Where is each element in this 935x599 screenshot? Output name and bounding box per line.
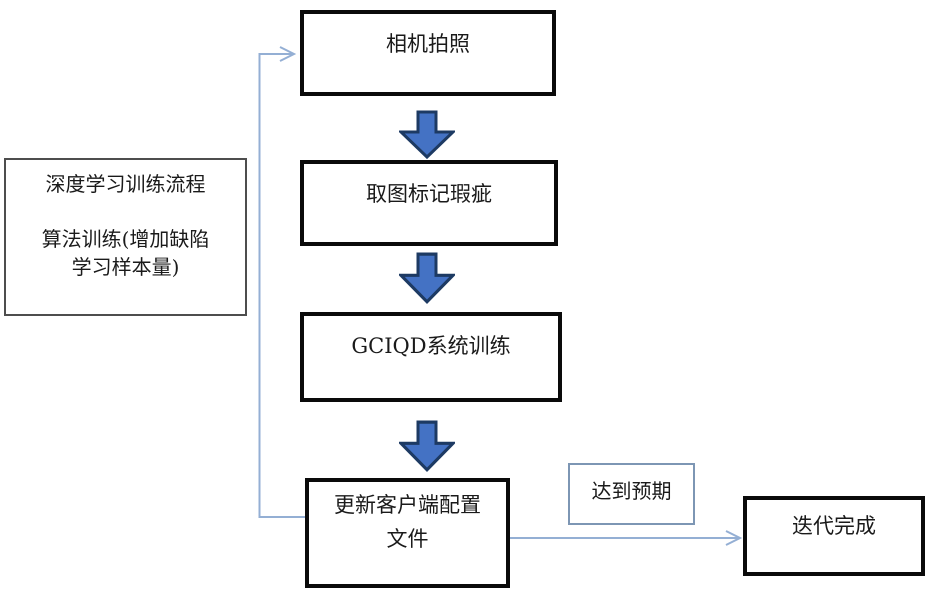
step-label: 更新客户端配置 文件: [334, 493, 481, 551]
condition-box-expectation-met: 达到预期: [568, 463, 695, 525]
note-box-training-process: 深度学习训练流程 算法训练(增加缺陷 学习样本量): [4, 158, 247, 316]
step-box-camera-capture: 相机拍照: [300, 10, 556, 96]
loopback-connector: [258, 46, 305, 518]
step-box-update-client-config: 更新客户端配置 文件: [305, 478, 510, 588]
down-arrow-icon: [399, 110, 455, 160]
step-box-system-training: GCIQD系统训练: [300, 312, 562, 402]
end-box-iteration-complete: 迭代完成: [743, 496, 925, 576]
step-label: GCIQD系统训练: [351, 334, 511, 358]
note-text: 深度学习训练流程 算法训练(增加缺陷 学习样本量): [41, 172, 210, 279]
step-label: 相机拍照: [386, 32, 470, 56]
step-box-mark-defects: 取图标记瑕疵: [300, 160, 558, 246]
down-arrow-icon: [399, 252, 455, 305]
condition-label: 达到预期: [591, 479, 672, 503]
down-arrow-icon: [399, 420, 455, 473]
end-label: 迭代完成: [792, 514, 876, 538]
step-label: 取图标记瑕疵: [366, 182, 492, 206]
